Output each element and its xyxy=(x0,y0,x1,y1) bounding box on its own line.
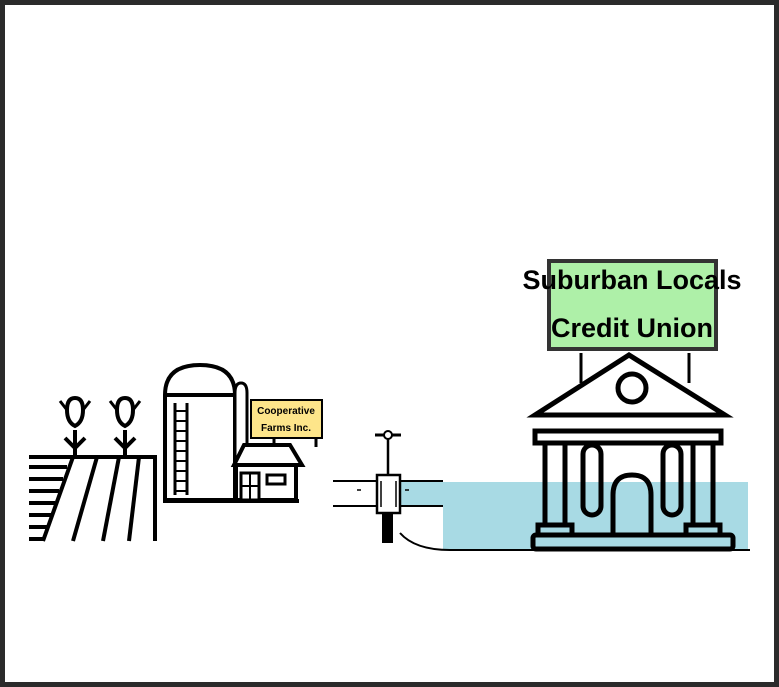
bank-sign: Suburban Locals Credit Union xyxy=(522,259,742,351)
corn-plant-icon xyxy=(108,395,142,457)
crop-field-icon xyxy=(29,395,157,542)
flow-diagram: Cooperative Farms Inc. Suburban Locals C… xyxy=(29,259,750,552)
farm-sign-board xyxy=(250,399,323,439)
silo-barn-icon xyxy=(163,362,306,503)
valve-icon xyxy=(375,430,402,543)
water-outflow-curve xyxy=(399,532,750,551)
farm-sign-line2: Farms Inc. xyxy=(261,423,311,434)
farm-sign-line1: Cooperative xyxy=(257,406,315,417)
bank-sign-board xyxy=(547,259,718,351)
bank-sign-line2: Credit Union xyxy=(551,313,713,343)
bank-sign-line1: Suburban Locals xyxy=(522,265,741,295)
corn-plant-icon xyxy=(58,395,92,457)
farm-sign: Cooperative Farms Inc. xyxy=(250,399,323,447)
pipe xyxy=(333,480,443,507)
bank-building-icon xyxy=(526,352,736,552)
